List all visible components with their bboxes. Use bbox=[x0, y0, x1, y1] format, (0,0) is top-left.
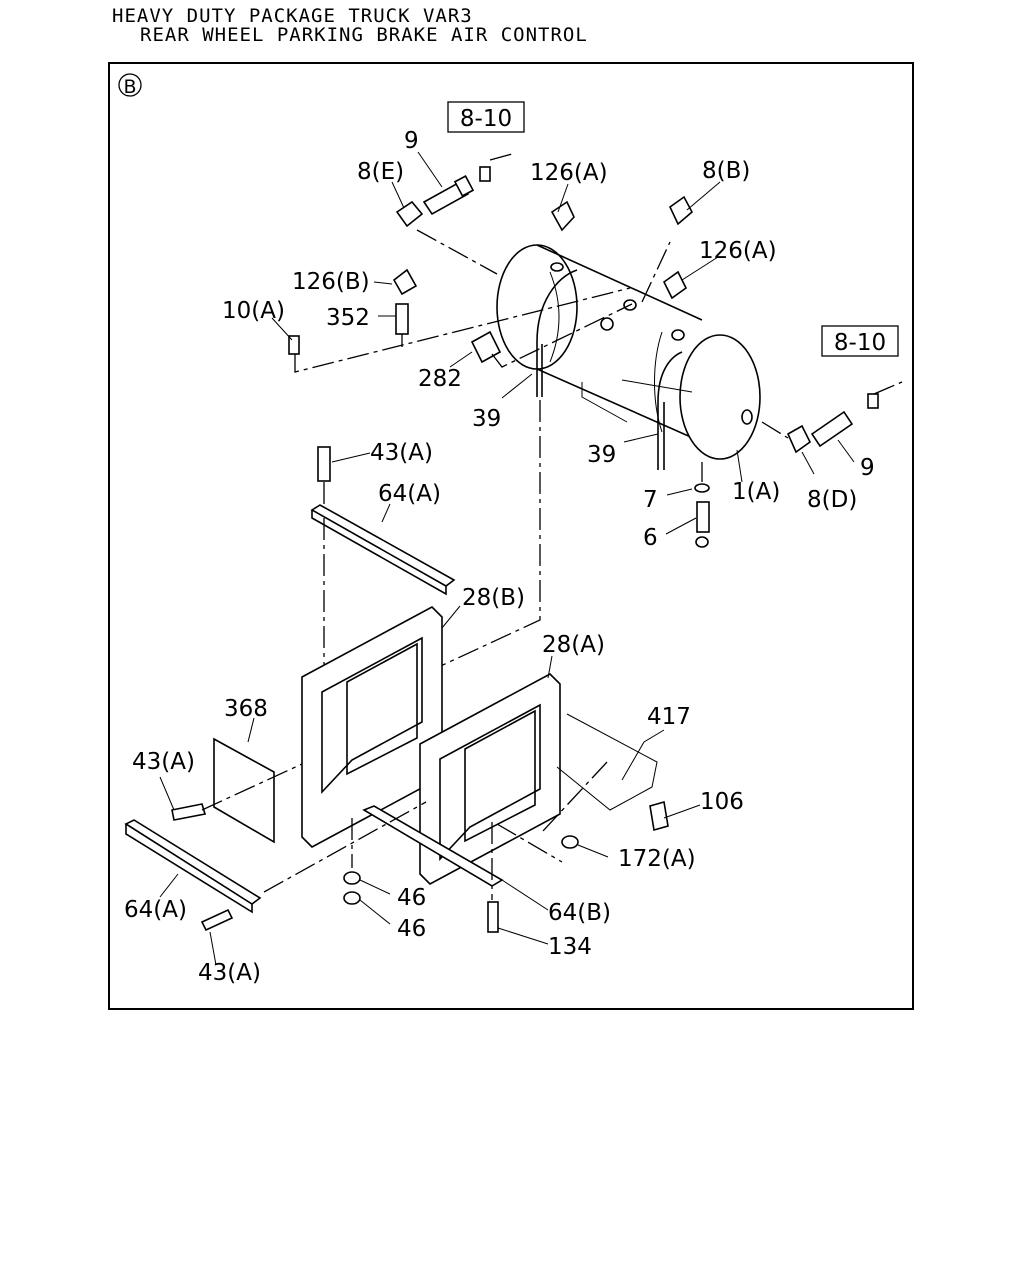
callout-1a: 1(A) bbox=[732, 479, 780, 505]
parts-diagram: B 8-10 8-10 bbox=[118, 73, 903, 986]
strap-left bbox=[536, 269, 578, 397]
callout-39-right: 39 bbox=[587, 442, 616, 468]
ref-box-top[interactable] bbox=[447, 101, 525, 133]
valve-282-icon bbox=[470, 330, 502, 364]
callout-46-b: 46 bbox=[397, 916, 426, 942]
callout-43a-top: 43(A) bbox=[370, 440, 433, 466]
ref-box-right[interactable] bbox=[821, 325, 899, 357]
callout-9-right: 9 bbox=[860, 455, 875, 481]
callout-64a-top: 64(A) bbox=[378, 481, 441, 507]
callout-8d: 8(D) bbox=[807, 487, 857, 513]
drain-cock-6-icon bbox=[695, 501, 710, 548]
nut-46-a-icon bbox=[343, 871, 361, 885]
bracket-417 bbox=[556, 713, 658, 811]
valve-9-right-icon bbox=[810, 410, 854, 448]
fitting-352-icon bbox=[395, 303, 409, 335]
bolt-43a-top-icon bbox=[317, 446, 331, 482]
elbow-8b-icon bbox=[668, 195, 694, 226]
callout-134: 134 bbox=[548, 934, 592, 960]
callout-64a-bottom: 64(A) bbox=[124, 897, 187, 923]
elbow-126a-top-icon bbox=[550, 200, 575, 232]
frame-28b bbox=[301, 606, 443, 848]
callout-126b: 126(B) bbox=[292, 269, 370, 295]
bolt-106-icon bbox=[649, 800, 669, 832]
callout-282: 282 bbox=[418, 366, 462, 392]
nut-46-b-icon bbox=[343, 891, 361, 905]
callout-417: 417 bbox=[647, 704, 691, 730]
callout-352: 352 bbox=[326, 305, 370, 331]
ref-box-top-label: 8-10 bbox=[460, 106, 512, 132]
diagram-frame: B 8-10 8-10 bbox=[108, 62, 914, 1010]
strap-right bbox=[657, 351, 683, 470]
air-tank bbox=[496, 244, 761, 460]
elbow-126b-icon bbox=[392, 268, 418, 296]
callout-64b: 64(B) bbox=[548, 900, 611, 926]
callout-28b: 28(B) bbox=[462, 585, 525, 611]
callout-10a: 10(A) bbox=[222, 298, 285, 324]
valve-9-top-icon bbox=[422, 175, 475, 216]
elbow-8e-icon bbox=[395, 200, 424, 228]
callout-9-top: 9 bbox=[404, 128, 419, 154]
callout-8b: 8(B) bbox=[702, 158, 750, 184]
bolt-134-icon bbox=[487, 901, 499, 933]
callout-43a-bottom: 43(A) bbox=[198, 960, 261, 986]
elbow-126a-right-icon bbox=[662, 270, 688, 300]
frame-28a bbox=[419, 673, 561, 885]
callout-43a-left: 43(A) bbox=[132, 749, 195, 775]
callout-126a-top: 126(A) bbox=[530, 160, 608, 186]
section-marker: B bbox=[123, 76, 136, 98]
callout-126a-right: 126(A) bbox=[699, 238, 777, 264]
nut-172a-icon bbox=[561, 835, 579, 849]
callout-28a: 28(A) bbox=[542, 632, 605, 658]
callout-106: 106 bbox=[700, 789, 744, 815]
bolt-43a-bottom-icon bbox=[200, 908, 234, 932]
callout-172a: 172(A) bbox=[618, 846, 696, 872]
bolt-43a-left-icon bbox=[171, 803, 207, 821]
ref-box-right-label: 8-10 bbox=[834, 330, 886, 356]
section-marker-circle bbox=[118, 73, 142, 97]
plug-10a-icon bbox=[288, 335, 300, 355]
header-title: HEAVY DUTY PACKAGE TRUCK VAR3 bbox=[112, 5, 473, 27]
header-subtitle: REAR WHEEL PARKING BRAKE AIR CONTROL bbox=[140, 24, 588, 46]
callout-46-a: 46 bbox=[397, 885, 426, 911]
bracket-64a-bottom bbox=[124, 819, 262, 905]
callout-39-left: 39 bbox=[472, 406, 501, 432]
callout-7: 7 bbox=[643, 487, 658, 513]
elbow-8d-icon bbox=[786, 424, 812, 454]
bracket-64a-top bbox=[310, 504, 456, 587]
callout-6: 6 bbox=[643, 525, 658, 551]
callout-8e: 8(E) bbox=[357, 159, 404, 185]
callout-368: 368 bbox=[224, 696, 268, 722]
washer-7-icon bbox=[694, 483, 710, 493]
